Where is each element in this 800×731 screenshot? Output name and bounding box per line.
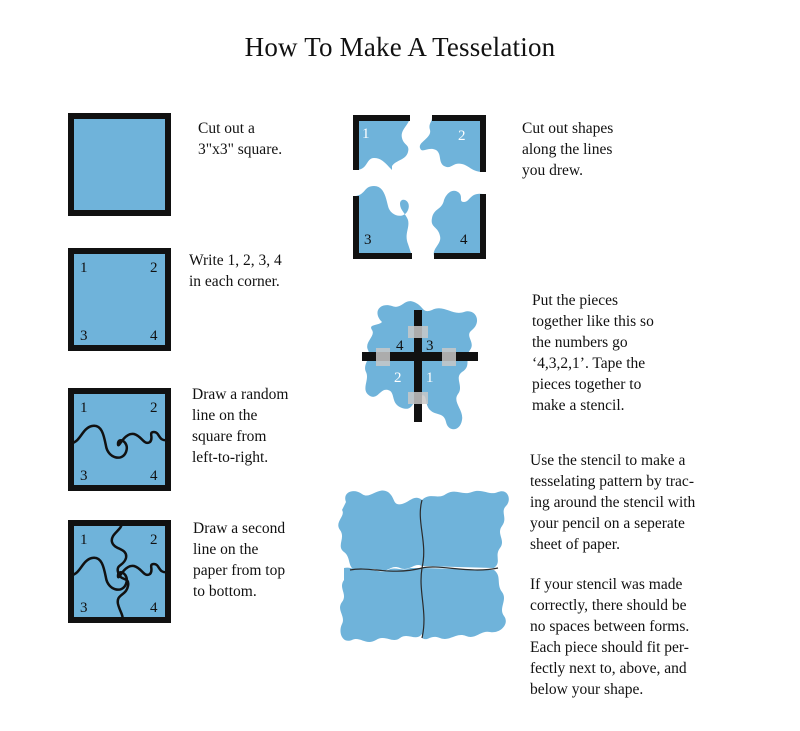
- svg-text:1: 1: [80, 532, 88, 548]
- vertical-cut-line: [110, 522, 130, 621]
- step-4-text: Draw a second line on the paper from top…: [193, 520, 286, 600]
- tile-bottom-left: [340, 567, 422, 642]
- step-6-text: Put the pieces together like this so the…: [532, 292, 654, 414]
- svg-text:2: 2: [150, 400, 158, 416]
- corner-number-4: 4: [150, 328, 158, 344]
- step-7-text: Use the stencil to make a tesselating pa…: [530, 452, 696, 553]
- step-2-numbered-square-illustration: 1 2 3 4: [68, 248, 171, 351]
- tile-top-right: [422, 490, 509, 568]
- svg-text:3: 3: [80, 468, 88, 484]
- step-6-stencil-illustration: 4 3 2 1: [362, 301, 478, 430]
- piece-1: [356, 118, 410, 170]
- tile-top-left: [338, 490, 422, 573]
- tessellation-pattern-illustration: [338, 490, 509, 642]
- step-2-text: Write 1, 2, 3, 4 in each corner.: [189, 252, 282, 290]
- svg-text:4: 4: [150, 600, 158, 616]
- step-3-one-line-square-illustration: 1 2 3 4: [68, 388, 171, 491]
- page-title: How To Make A Tesselation: [244, 32, 556, 62]
- piece-number-2: 2: [458, 128, 466, 144]
- stencil-number-3: 3: [426, 338, 434, 354]
- step-5-text: Cut out shapes along the lines you drew.: [522, 120, 614, 179]
- corner-number-3: 3: [80, 328, 88, 344]
- tape-bottom: [408, 392, 428, 404]
- piece-3: [356, 186, 412, 256]
- horizontal-seam: [362, 352, 478, 361]
- stencil-number-4: 4: [396, 338, 404, 354]
- tile-bottom-right: [422, 568, 506, 640]
- piece-2: [419, 118, 483, 172]
- step-3-text: Draw a random line on the square from le…: [192, 386, 289, 466]
- svg-text:4: 4: [150, 468, 158, 484]
- svg-text:2: 2: [150, 532, 158, 548]
- tape-left: [376, 348, 390, 366]
- piece-4: [431, 190, 483, 256]
- horizontal-cut-line: [70, 424, 169, 459]
- step-1-text: Cut out a 3"x3" square.: [198, 120, 283, 158]
- blank-square: [68, 113, 171, 216]
- stencil-number-2: 2: [394, 370, 402, 386]
- svg-text:1: 1: [80, 400, 88, 416]
- step-8-text: If your stencil was made correctly, ther…: [530, 576, 690, 698]
- step-1-square-illustration: [68, 113, 171, 216]
- step-5-cut-pieces-illustration: 1 2 3 4: [353, 115, 486, 259]
- horizontal-cut-line: [70, 556, 169, 591]
- tile-outline-lines: [349, 499, 499, 639]
- vertical-seam: [414, 310, 422, 422]
- stencil-number-1: 1: [426, 370, 434, 386]
- corner-number-1: 1: [80, 260, 88, 276]
- piece-number-1: 1: [362, 126, 370, 142]
- corner-number-2: 2: [150, 260, 158, 276]
- step-4-two-lines-square-illustration: 1 2 3 4: [68, 520, 171, 623]
- piece-number-3: 3: [364, 232, 372, 248]
- tape-right: [442, 348, 456, 366]
- svg-text:3: 3: [80, 600, 88, 616]
- piece-number-4: 4: [460, 232, 468, 248]
- tape-top: [408, 326, 428, 338]
